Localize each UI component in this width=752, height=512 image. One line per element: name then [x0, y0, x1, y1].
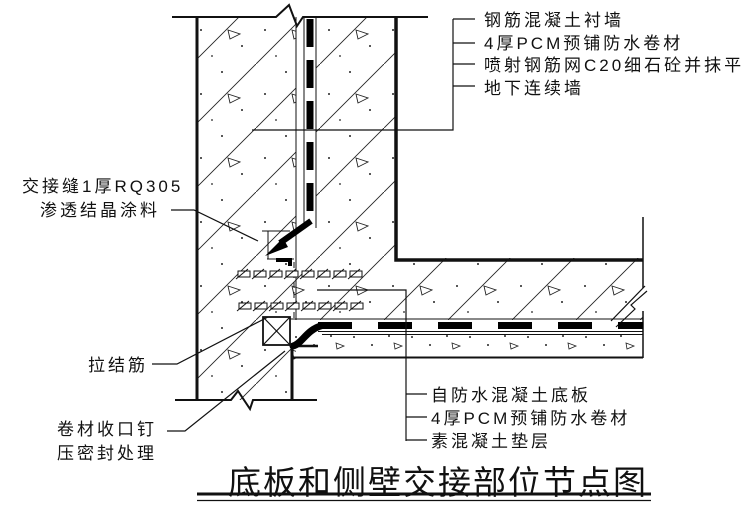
- membrane-jog-step: [276, 258, 292, 266]
- leader-bus-top-right: [252, 19, 454, 131]
- termination-batten-box: [262, 316, 291, 346]
- membrane-jog-diagonal: [278, 218, 313, 246]
- callout-seal-nail-line1: 卷材收口钉: [57, 420, 157, 439]
- callout-diaphragm-wall: 地下连续墙: [484, 79, 584, 98]
- leader-joint-coating: [171, 209, 259, 242]
- callout-shotcrete-mesh: 喷射钢筋网C20细石砼并抹平: [484, 56, 745, 75]
- structure-outlines: [172, 3, 648, 412]
- wall-bottom-break-line: [175, 389, 317, 412]
- callout-leader-lines: [152, 18, 475, 441]
- callout-tie-bar: 拉结筋: [88, 356, 148, 375]
- callout-pcm-membrane-slab: 4厚PCM预铺防水卷材: [431, 409, 631, 428]
- waterproof-membrane: [265, 19, 643, 350]
- callout-joint-coating-line1: 交接缝1厚RQ305: [22, 177, 184, 196]
- callout-joint-coating-line2: 渗透结晶涂料: [40, 201, 160, 220]
- membrane-turnup-curve: [289, 322, 326, 350]
- lining-wall-and-slab-region: [296, 17, 643, 320]
- leader-tie-bar: [152, 316, 269, 365]
- interior-corner-line: [394, 17, 643, 262]
- callout-pcm-membrane-wall: 4厚PCM预铺防水卷材: [484, 34, 684, 53]
- drawing-title: 底板和侧壁交接部位节点图: [228, 463, 648, 502]
- membrane-jog-arrowhead: [265, 238, 288, 256]
- plain-concrete-cushion-region: [292, 333, 643, 357]
- leader-bus-bottom-right: [317, 289, 407, 441]
- slab-break-mark: [610, 285, 646, 322]
- wall-top-break-line: [172, 3, 428, 29]
- leader-seal-nail: [167, 350, 286, 432]
- title-underline: [197, 492, 651, 502]
- callout-base-slab: 自防水混凝土底板: [431, 386, 591, 405]
- slab-break-mark-2: [615, 290, 648, 328]
- callout-seal-nail-line2: 压密封处理: [57, 444, 157, 463]
- callout-rc-lining-wall: 钢筋混凝土衬墙: [484, 11, 624, 30]
- callout-cushion: 素混凝土垫层: [431, 432, 551, 451]
